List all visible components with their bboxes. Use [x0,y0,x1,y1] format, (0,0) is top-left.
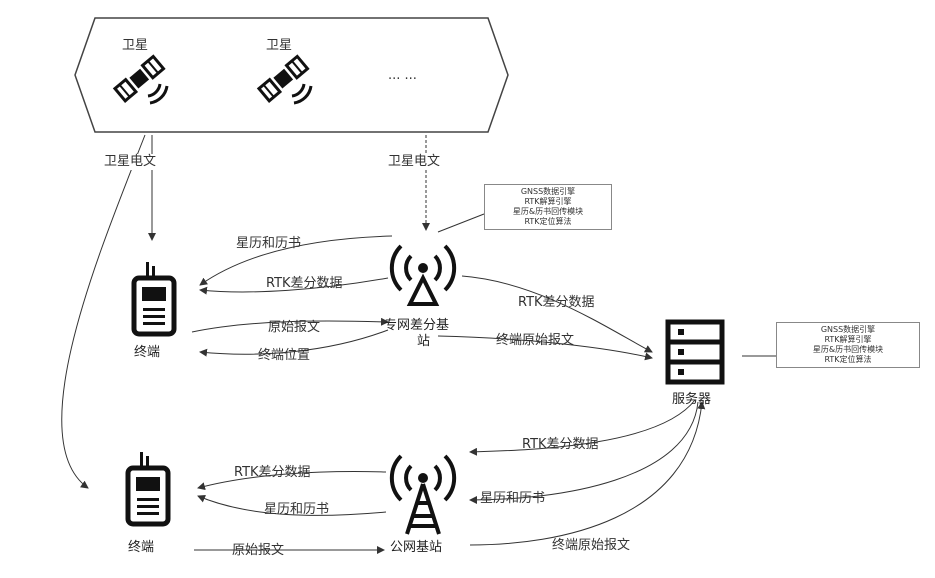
satellite-signal-icon [148,84,167,103]
edge-label-ephemeris-top: 星历和历书 [236,236,301,252]
info-line: RTK定位算法 [780,355,916,365]
terminal-top-label: 终端 [134,345,160,361]
cell-tower-icon [392,456,454,534]
edge-label-rtk-to-server: RTK差分数据 [518,295,595,311]
private-station-label-1: 专网差分基 [384,318,449,334]
edge-label-term-pos: 终端位置 [258,348,310,364]
info-line: GNSS数据引擎 [488,187,608,197]
public-station-label: 公网基站 [390,540,442,556]
server-info-box: GNSS数据引擎 RTK解算引擎 星历&历书回传模块 RTK定位算法 [776,322,920,368]
edge-label-ephemeris-bottom-right: 星历和历书 [480,491,545,507]
edge-public-to-server [470,402,702,545]
edge-label-raw-top: 原始报文 [268,320,320,336]
info-line: RTK解算引擎 [780,335,916,345]
satellite-more: ... ... [388,68,417,84]
info-line: GNSS数据引擎 [780,325,916,335]
info-line: 星历&历书回传模块 [780,345,916,355]
antenna-icon [392,246,454,304]
satellite-label: 卫星 [122,38,148,54]
edge-label-rtk-from-server: RTK差分数据 [522,437,599,453]
satellite-icon [259,56,308,100]
info-line: RTK定位算法 [488,217,608,227]
server-label: 服务器 [672,392,711,408]
edge-label-term-raw-bottom: 终端原始报文 [552,538,630,554]
edge-label-ephemeris-bottom-left: 星历和历书 [264,502,329,518]
satellite-label: 卫星 [266,38,292,54]
terminal-bottom-label: 终端 [128,540,154,556]
satellite-signal-icon [292,84,311,103]
edge-label-term-raw-to-server: 终端原始报文 [496,333,574,349]
terminal-icon [128,452,168,524]
edge-station-info [438,214,484,232]
satellite-icon [115,56,164,100]
info-line: RTK解算引擎 [488,197,608,207]
edge-label-rtk-bottom-left: RTK差分数据 [234,465,311,481]
terminal-icon [134,262,174,334]
edge-label-sat-msg-mid: 卫星电文 [388,154,440,170]
edge-label-sat-msg-left: 卫星电文 [104,154,156,170]
private-station-label-2: 站 [417,334,430,350]
server-icon [668,322,722,382]
edge-label-raw-bottom: 原始报文 [232,543,284,559]
info-line: 星历&历书回传模块 [488,207,608,217]
station-info-box: GNSS数据引擎 RTK解算引擎 星历&历书回传模块 RTK定位算法 [484,184,612,230]
edge-label-rtk-top-left: RTK差分数据 [266,276,343,292]
